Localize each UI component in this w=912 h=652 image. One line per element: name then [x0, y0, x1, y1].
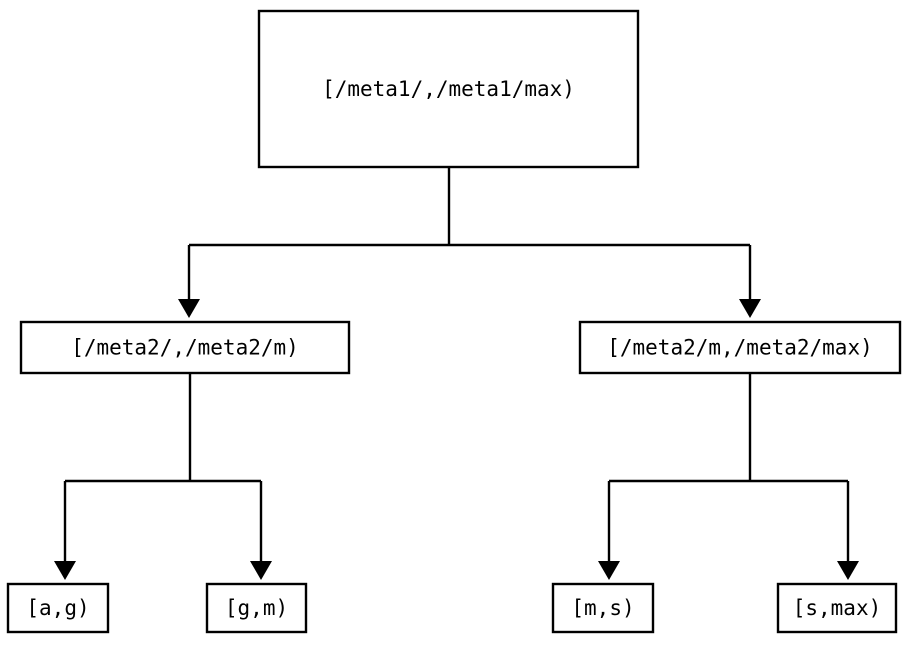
- node-leaf-1[interactable]: [a,g): [6, 582, 110, 634]
- node-leaf-2-label: [g,m): [225, 596, 288, 620]
- node-mid-left[interactable]: [/meta2/,/meta2/m): [19, 320, 351, 375]
- node-root[interactable]: [/meta1/,/meta1/max): [257, 9, 640, 169]
- node-mid-right-label: [/meta2/m,/meta2/max): [607, 336, 873, 360]
- node-leaf-3[interactable]: [m,s): [551, 582, 655, 634]
- node-mid-right[interactable]: [/meta2/m,/meta2/max): [578, 320, 902, 375]
- node-root-label: [/meta1/,/meta1/max): [322, 77, 575, 101]
- arrowhead-leaf-2: [250, 561, 272, 580]
- node-mid-left-label: [/meta2/,/meta2/m): [71, 336, 299, 360]
- node-leaf-3-label: [m,s): [571, 596, 634, 620]
- node-leaf-4-box[interactable]: [776, 582, 898, 634]
- edge-group-mid-right: [598, 373, 859, 580]
- arrowhead-mid-left: [178, 299, 200, 318]
- node-leaf-3-box[interactable]: [551, 582, 655, 634]
- node-leaf-4[interactable]: [s,max): [776, 582, 898, 634]
- node-root-box[interactable]: [257, 9, 640, 169]
- node-leaf-2[interactable]: [g,m): [205, 582, 308, 634]
- arrowhead-mid-right: [739, 299, 761, 318]
- arrowhead-leaf-4: [837, 561, 859, 580]
- node-mid-right-box[interactable]: [578, 320, 902, 375]
- edge-group-mid-left: [54, 373, 272, 580]
- node-leaf-1-box[interactable]: [6, 582, 110, 634]
- node-leaf-4-label: [s,max): [793, 596, 882, 620]
- arrowhead-leaf-3: [598, 561, 620, 580]
- node-leaf-2-box[interactable]: [205, 582, 308, 634]
- node-leaf-1-label: [a,g): [26, 596, 89, 620]
- node-mid-left-box[interactable]: [19, 320, 351, 375]
- arrowhead-leaf-1: [54, 561, 76, 580]
- edge-group-root: [178, 167, 761, 318]
